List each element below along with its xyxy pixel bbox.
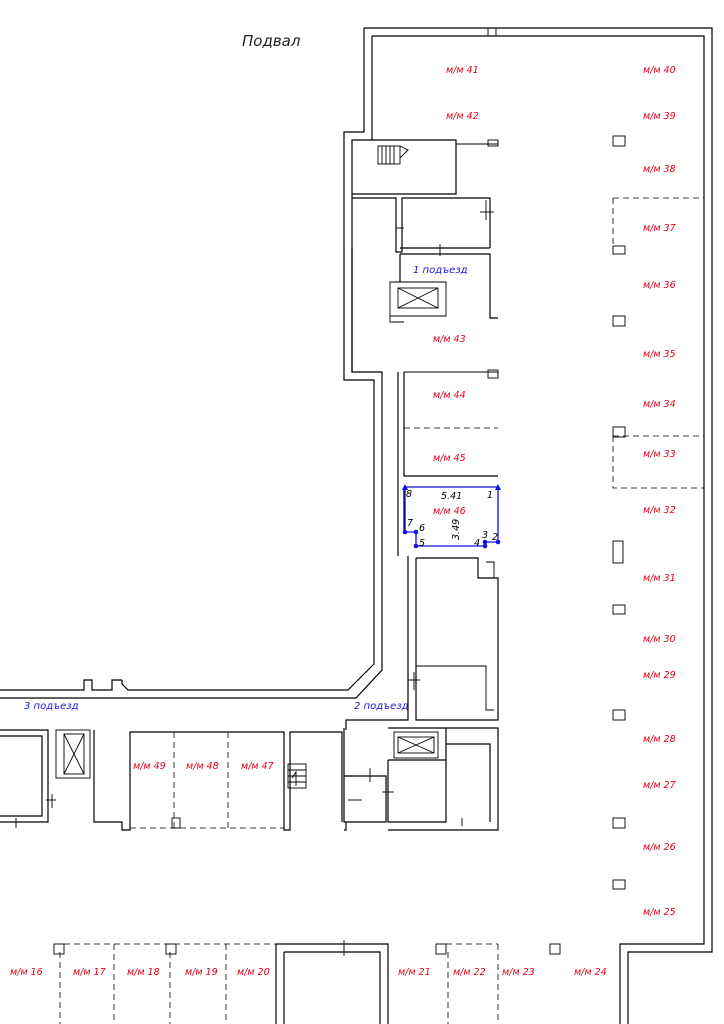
outer-walls [0, 27, 713, 1024]
space-label: м/м 16 [10, 967, 43, 978]
vertex-label-7: 7 [407, 518, 413, 529]
space-label: м/м 31 [643, 573, 676, 584]
space-label: м/м 35 [643, 349, 676, 360]
vertex-label-4: 4 [474, 538, 480, 549]
columns [53, 27, 626, 955]
vertex-7-marker [402, 529, 408, 535]
space-label: м/м 48 [186, 761, 219, 772]
vertex-label-1: 1 [487, 490, 493, 501]
space-label: м/м 43 [433, 334, 466, 345]
space-label: м/м 39 [643, 111, 676, 122]
vertex-5-marker [413, 543, 419, 549]
vertex-3-marker [482, 539, 488, 545]
space-label: м/м 46 [433, 506, 466, 517]
space-label: м/м 21 [398, 967, 431, 978]
space-label: м/м 30 [643, 634, 676, 645]
space-label: м/м 45 [433, 453, 466, 464]
space-label: м/м 28 [643, 734, 676, 745]
vertex-2-marker [495, 539, 501, 545]
highlighted-stall-46 [402, 484, 501, 549]
space-label: м/м 19 [185, 967, 218, 978]
space-label: м/м 27 [643, 780, 676, 791]
vertex-6-marker [413, 529, 419, 535]
vertex-label-3: 3 [482, 530, 488, 541]
space-label: м/м 42 [446, 111, 479, 122]
space-label: м/м 26 [643, 842, 676, 853]
space-label: м/м 17 [73, 967, 106, 978]
bottom-walls [275, 940, 389, 1024]
stall-depth-label: 3.49 [451, 519, 462, 540]
vertex-label-5: 5 [419, 538, 425, 549]
vertex-label-2: 2 [492, 532, 498, 543]
stalls-43-46 [397, 371, 499, 556]
left-wing [0, 729, 347, 831]
vertex-8-marker [402, 484, 408, 490]
plan-title: Подвал [242, 32, 301, 50]
space-label: м/м 36 [643, 280, 676, 291]
space-label: м/м 33 [643, 449, 676, 460]
space-label: м/м 32 [643, 505, 676, 516]
space-label: м/м 22 [453, 967, 486, 978]
space-label: м/м 29 [643, 670, 676, 681]
entrance-1-label: 1 подъезд [413, 265, 468, 276]
space-label: м/м 24 [574, 967, 607, 978]
stall-width-label: 5.41 [441, 491, 462, 502]
space-label: м/м 38 [643, 164, 676, 175]
space-label: м/м 20 [237, 967, 270, 978]
corridor-2 [343, 556, 499, 831]
space-label: м/м 25 [643, 907, 676, 918]
space-label: м/м 47 [241, 761, 274, 772]
vertex-1-marker [495, 484, 501, 490]
space-label: м/м 34 [643, 399, 676, 410]
vertex-label-8: 8 [406, 489, 412, 500]
vertex-4-marker [482, 543, 488, 549]
space-label: м/м 23 [502, 967, 535, 978]
labels: Подвал 1 подъезд 2 подъезд 3 подъезд м/м… [10, 32, 676, 978]
space-label: м/м 44 [433, 390, 466, 401]
space-label: м/м 49 [133, 761, 166, 772]
space-label: м/м 18 [127, 967, 160, 978]
space-label: м/м 41 [446, 65, 479, 76]
entrance-2-label: 2 подъезд [354, 701, 409, 712]
vertex-label-6: 6 [419, 523, 425, 534]
space-label: м/м 37 [643, 223, 676, 234]
stairwell-1 [351, 139, 499, 372]
entrance-3-label: 3 подъезд [24, 701, 79, 712]
space-label: м/м 40 [643, 65, 676, 76]
parking-dividers [59, 197, 704, 1024]
